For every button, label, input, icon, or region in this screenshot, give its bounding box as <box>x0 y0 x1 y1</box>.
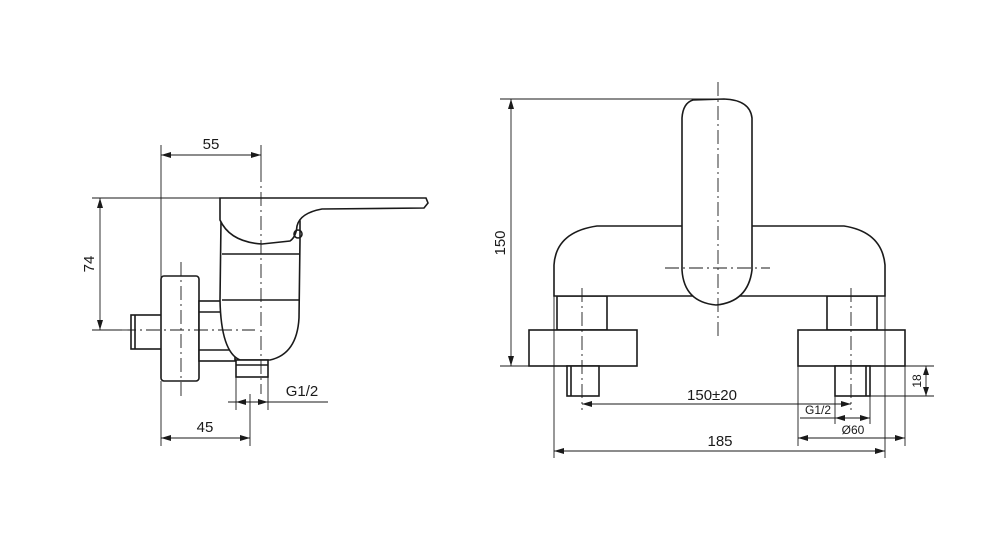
front-left-flange <box>528 329 638 367</box>
dim-front-thread: G1/2 <box>805 403 831 417</box>
front-lever-handle <box>681 98 753 306</box>
dim-side-width-bottom: 45 <box>197 419 214 436</box>
side-inlet-nipple <box>130 314 164 350</box>
dim-front-height: 150 <box>492 230 509 255</box>
dim-front-flange-diameter: Ø60 <box>842 423 865 437</box>
side-lever-handle <box>219 197 429 245</box>
side-mixer-body <box>219 220 301 361</box>
side-shower-outlet <box>235 359 269 378</box>
dim-side-width-top: 55 <box>203 136 220 153</box>
front-right-flange <box>797 329 906 367</box>
front-right-nipple <box>834 365 871 397</box>
side-view: 55 74 G1/2 45 <box>81 136 429 446</box>
dim-side-thread: G1/2 <box>286 383 319 400</box>
dim-side-height: 74 <box>81 256 98 273</box>
side-cover-flange <box>160 275 200 382</box>
dim-front-width: 185 <box>707 433 732 450</box>
front-left-nipple <box>566 365 600 397</box>
front-view: 150 150±20 G1/2 18 Ø60 185 <box>492 82 934 458</box>
dim-front-depth: 18 <box>910 374 924 388</box>
dim-front-spacing: 150±20 <box>687 387 737 404</box>
front-right-leg <box>826 295 878 331</box>
